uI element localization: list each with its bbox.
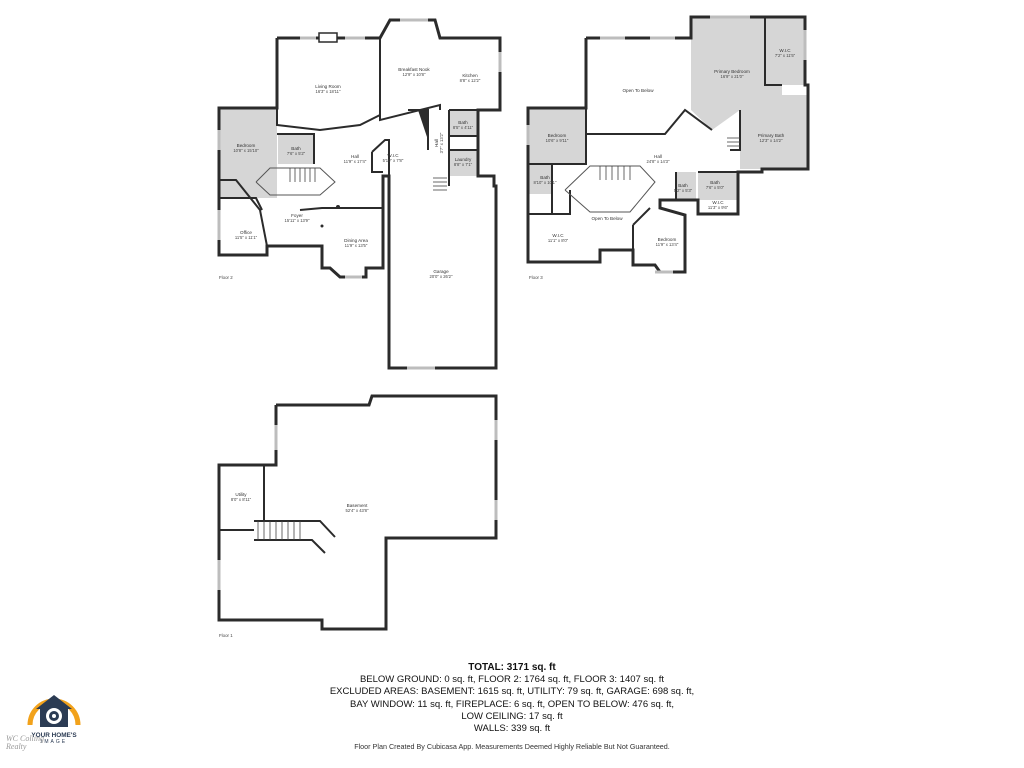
room-bedroom-dim: 10'8" x 15'10" bbox=[233, 148, 259, 153]
floor-1-plan: Utility 8'0" x 8'11" Basement 52'4" x 43… bbox=[217, 394, 498, 638]
room-hall2-name: Hall bbox=[434, 139, 439, 147]
room-office-dim: 11'5" x 11'1" bbox=[235, 235, 258, 240]
room-laundry-dim: 8'8" x 7'1" bbox=[454, 162, 473, 167]
floor-3-plan: Open To Below Primary Bedroom 16'9" x 21… bbox=[526, 15, 810, 280]
room-breakfast-name: Breakfast Nook bbox=[398, 67, 430, 72]
room-utility-name: Utility bbox=[235, 492, 247, 497]
room-basement-dim: 52'4" x 43'8" bbox=[346, 508, 369, 513]
room-bath2-dim: 8'5" x 4'11" bbox=[453, 125, 474, 130]
floor-plan-drawing: Living Room 16'3" x 18'11" Breakfast Noo… bbox=[217, 15, 810, 638]
summary-line-4: LOW CEILING: 17 sq. ft bbox=[461, 710, 563, 722]
room-hall-name: Hall bbox=[351, 154, 359, 159]
room-otb2-name: Open To Below bbox=[591, 216, 623, 221]
summary-line-3: BAY WINDOW: 11 sq. ft, FIREPLACE: 6 sq. … bbox=[350, 698, 674, 710]
room-bath-dim: 7'6" x 5'2" bbox=[287, 151, 306, 156]
area-summary: TOTAL: 3171 sq. ft BELOW GROUND: 0 sq. f… bbox=[280, 662, 744, 735]
room-living-name: Living Room bbox=[315, 84, 341, 89]
room-pbath-name: Primary Bath bbox=[758, 133, 785, 138]
room-bath-f3-name: Bath bbox=[540, 175, 550, 180]
room-kitchen-dim: 8'8" x 12'2" bbox=[460, 78, 481, 83]
total-area: TOTAL: 3171 sq. ft bbox=[468, 662, 556, 673]
room-breakfast-dim: 12'9" x 10'8" bbox=[403, 72, 426, 77]
room-wic-name: W.I.C bbox=[387, 153, 399, 158]
floor-2-tag: Floor 2 bbox=[219, 275, 233, 280]
room-bath3-f3-name: Bath bbox=[710, 180, 720, 185]
disclaimer-text: Floor Plan Created By Cubicasa App. Meas… bbox=[354, 742, 670, 751]
floor-1-tag: Floor 1 bbox=[219, 633, 233, 638]
room-wic-f3-name: W.I.C bbox=[779, 48, 791, 53]
realty-watermark: WC Colling Realty bbox=[6, 734, 45, 751]
house-camera-logo-icon bbox=[27, 695, 81, 727]
brand-logo: YOUR HOME'S IMAGE bbox=[22, 685, 86, 747]
room-bedroom2-f3-name: Bedroom bbox=[658, 237, 677, 242]
room-garage-name: Garage bbox=[433, 269, 449, 274]
room-dining-name: Dining Area bbox=[344, 238, 368, 243]
room-bedroom-f3-name: Bedroom bbox=[548, 133, 567, 138]
room-utility-dim: 8'0" x 8'11" bbox=[231, 497, 252, 502]
room-hall-f3-dim: 24'8" x 14'3" bbox=[647, 159, 670, 164]
room-bedroom-name: Bedroom bbox=[237, 143, 256, 148]
summary-line-1: BELOW GROUND: 0 sq. ft, FLOOR 2: 1764 sq… bbox=[359, 674, 665, 686]
room-garage-dim: 20'0" x 26'2" bbox=[430, 274, 453, 279]
room-pbath-dim: 12'3" x 14'2" bbox=[760, 138, 783, 143]
room-hall2-dim: 3'7" x 13'2" bbox=[439, 132, 444, 153]
floor-3-tag: Floor 3 bbox=[529, 275, 543, 280]
brand-line-1: YOUR HOME'S bbox=[31, 732, 77, 739]
summary-line-5: WALLS: 339 sq. ft bbox=[473, 723, 551, 735]
room-otb-name: Open To Below bbox=[622, 88, 654, 93]
room-bath2-name: Bath bbox=[458, 120, 468, 125]
room-basement-name: Basement bbox=[347, 503, 368, 508]
summary-line-2: EXCLUDED AREAS: BASEMENT: 1615 sq. ft, U… bbox=[329, 686, 695, 698]
room-bath2-f3-name: Bath bbox=[678, 183, 688, 188]
room-dining-dim: 11'9" x 13'5" bbox=[345, 243, 368, 248]
room-foyer-dim: 15'11" x 13'9" bbox=[285, 218, 310, 223]
room-wic2-f3-name: W.I.C bbox=[712, 200, 724, 205]
room-bath2-f3-dim: 5'2" x 5'3" bbox=[674, 188, 693, 193]
room-living-dim: 16'3" x 18'11" bbox=[316, 89, 341, 94]
room-primary-name: Primary Bedroom bbox=[714, 69, 750, 74]
room-hall-dim: 11'9" x 17'4" bbox=[344, 159, 367, 164]
room-laundry-name: Laundry bbox=[455, 157, 472, 162]
room-bedroom-f3-dim: 10'6" x 9'11" bbox=[546, 138, 569, 143]
room-bath-name: Bath bbox=[291, 146, 301, 151]
floor-2-plan: Living Room 16'3" x 18'11" Breakfast Noo… bbox=[217, 18, 502, 370]
room-bedroom2-f3-dim: 11'9" x 13'4" bbox=[656, 242, 679, 247]
room-bath3-f3-dim: 7'6" x 5'0" bbox=[706, 185, 725, 190]
room-office-name: Office bbox=[240, 230, 252, 235]
room-primary-dim: 16'9" x 21'0" bbox=[721, 74, 744, 79]
room-wic3-f3-dim: 11'1" x 8'0" bbox=[548, 238, 569, 243]
room-wic-dim: 5'10" x 7'8" bbox=[383, 158, 404, 163]
room-hall-f3-name: Hall bbox=[654, 154, 662, 159]
room-kitchen-name: Kitchen bbox=[462, 73, 478, 78]
room-foyer-name: Foyer bbox=[291, 213, 303, 218]
room-wic2-f3-dim: 11'3" x 9'6" bbox=[708, 205, 729, 210]
room-bath-f3-dim: 8'10" x 10'1" bbox=[534, 180, 557, 185]
brand-line-2: IMAGE bbox=[40, 739, 68, 745]
room-wic-f3-dim: 7'2" x 11'5" bbox=[775, 53, 796, 58]
room-wic3-f3-name: W.I.C bbox=[552, 233, 564, 238]
